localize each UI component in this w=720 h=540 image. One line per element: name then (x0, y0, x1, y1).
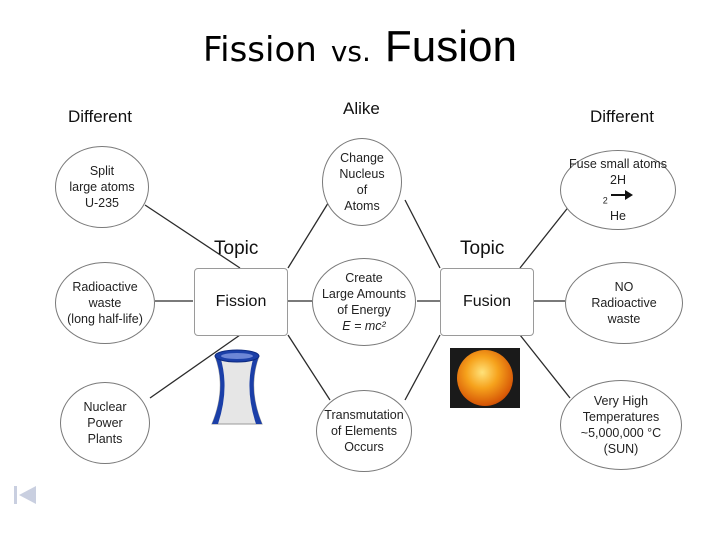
alike-node-transmutation: Transmutation of Elements Occurs (316, 390, 412, 472)
fission-node-split: Split large atoms U-235 (55, 146, 149, 228)
topic-fission: Fission (194, 268, 288, 336)
topic-label-right: Topic (460, 238, 505, 259)
topic-fusion: Fusion (440, 268, 534, 336)
sun-disc (457, 350, 513, 406)
topic-label-left: Topic (214, 238, 259, 259)
title-vs: vs. (330, 35, 371, 68)
sun-photo (450, 348, 520, 408)
header-right-different: Different (590, 107, 654, 126)
cooling-tower-icon (211, 349, 263, 425)
fusion-node-temperature: Very High Temperatures ~5,000,000 °C (SU… (560, 380, 682, 470)
fission-node-power: Nuclear Power Plants (60, 382, 150, 464)
header-left-different: Different (68, 107, 132, 126)
title-fusion: Fusion (384, 22, 517, 71)
title-fission: Fission (203, 30, 317, 70)
header-alike: Alike (343, 99, 380, 118)
page-title: Fission vs. Fusion (0, 22, 720, 72)
nav-first-icon[interactable] (12, 484, 38, 506)
alike-node-nucleus: Change Nucleus of Atoms (322, 138, 402, 226)
fusion-node-no-waste: NO Radioactive waste (565, 262, 683, 344)
arrow-right-icon (611, 189, 634, 200)
energy-equation: E = mc² (342, 319, 386, 333)
fission-node-waste: Radioactive waste (long half-life) (55, 262, 155, 344)
alike-node-energy: Create Large Amounts of Energy E = mc² (312, 258, 416, 346)
